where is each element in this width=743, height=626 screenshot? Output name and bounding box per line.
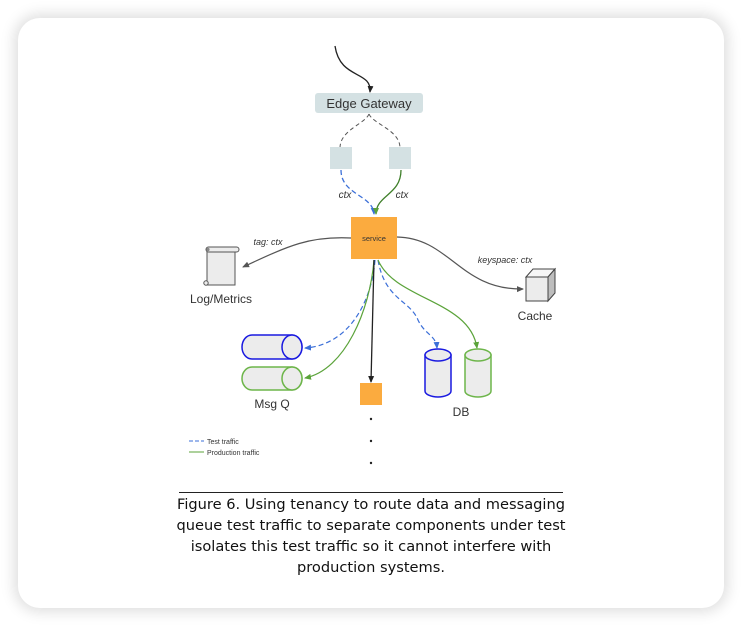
gateway-split-right [368, 113, 401, 149]
figure-caption: Figure 6. Using tenancy to route data an… [176, 496, 566, 576]
db-label: DB [453, 405, 470, 419]
continuation-dot [369, 461, 373, 465]
gateway-split-left [339, 113, 370, 149]
log-metrics-label: Log/Metrics [190, 292, 252, 306]
incoming-request-edge [334, 45, 374, 93]
msgq-test-cylinder [241, 334, 303, 360]
legend: Test traffic Production traffic [189, 439, 260, 457]
prod-router-box [389, 147, 411, 169]
legend-test-label: Test traffic [207, 439, 239, 446]
test-ctx-label: ctx [339, 190, 353, 201]
service-label: service [362, 234, 386, 243]
continuation-dot [369, 439, 373, 443]
test-msgq-edge [304, 259, 376, 351]
cache-edge [396, 236, 524, 293]
log-tag-label: tag: ctx [253, 237, 283, 247]
log-edge [242, 237, 352, 268]
test-ctx-edge [340, 169, 377, 215]
test-db-edge [377, 259, 440, 349]
cache-icon [524, 267, 557, 303]
msgq-label: Msg Q [254, 397, 289, 411]
prod-db-edge [377, 259, 480, 349]
caption-divider [179, 492, 563, 493]
db-prod-cylinder [464, 348, 492, 398]
edge-gateway-node: Edge Gateway [315, 93, 423, 113]
legend-prod-label: Production traffic [207, 450, 260, 457]
continuation-dot [369, 417, 373, 421]
msgq-prod-cylinder [241, 366, 303, 391]
service-node: service [351, 217, 397, 259]
cache-label: Cache [518, 309, 553, 323]
edge-gateway-label: Edge Gateway [326, 96, 412, 111]
db-test-cylinder [424, 348, 452, 398]
downstream-service-node [360, 383, 382, 405]
test-router-box [330, 147, 352, 169]
log-metrics-icon [203, 246, 240, 286]
downstream-edge [368, 259, 375, 383]
prod-ctx-edge [373, 169, 402, 215]
cache-keyspace-label: keyspace: ctx [478, 255, 533, 265]
prod-msgq-edge [304, 259, 375, 380]
prod-ctx-label: ctx [396, 190, 410, 201]
